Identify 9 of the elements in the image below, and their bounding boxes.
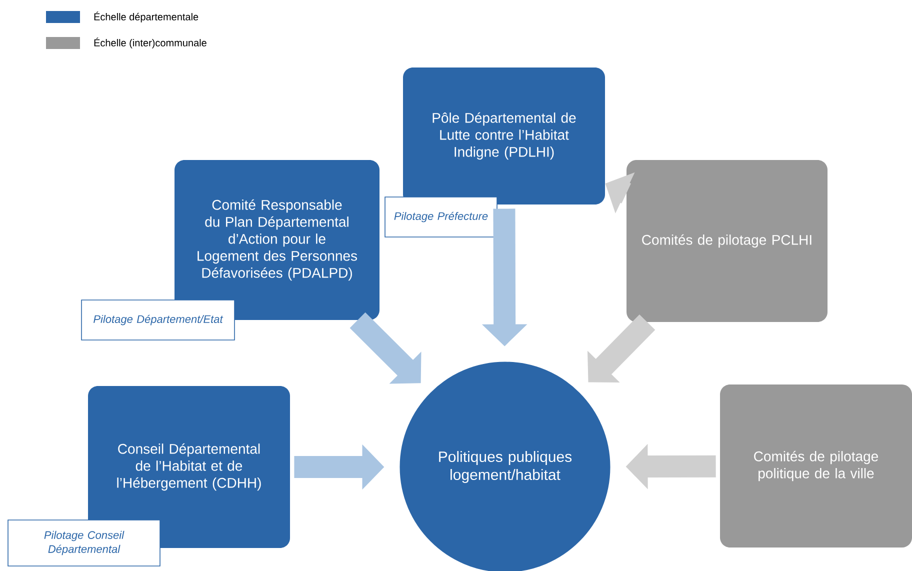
process-box: Comités de pilotage PCLHI <box>626 160 828 322</box>
legend-label: Échelle départementale <box>94 12 198 22</box>
process-box: Pôle Départemental de Lutte contre l’Habitat Indigne (PDLHI) <box>403 68 605 204</box>
pilotage-tag: Pilotage Département/Etat <box>81 300 235 340</box>
process-box: Comités de pilotage politique de la ville <box>720 384 912 548</box>
legend-label: Échelle (inter)communale <box>94 38 206 48</box>
pilotage-tag: Pilotage Préfecture <box>384 196 498 238</box>
pilotage-tag: Pilotage Conseil Départemental <box>8 520 160 566</box>
block-arrow <box>350 312 422 384</box>
